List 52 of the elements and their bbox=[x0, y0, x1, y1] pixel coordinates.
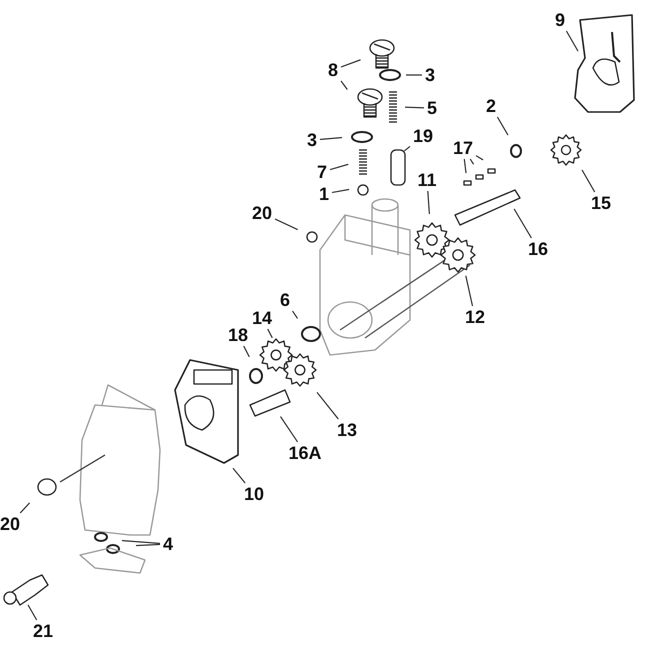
callout-number: 3 bbox=[306, 130, 318, 150]
callout-number: 12 bbox=[464, 307, 486, 327]
leader-line bbox=[427, 190, 430, 214]
leader-line bbox=[243, 346, 250, 358]
callout-number: 15 bbox=[590, 193, 612, 213]
callout-number: 21 bbox=[32, 621, 54, 641]
leader-line bbox=[122, 540, 160, 544]
callout-number: 10 bbox=[243, 484, 266, 504]
leader-line bbox=[465, 276, 474, 306]
leader-line bbox=[340, 59, 361, 68]
leader-line bbox=[136, 544, 160, 546]
callout-number: 11 bbox=[416, 170, 438, 190]
leader-line bbox=[404, 106, 424, 108]
callout-number: 1 bbox=[318, 184, 330, 204]
callout-number: 8 bbox=[327, 60, 340, 80]
leader-line bbox=[404, 146, 410, 152]
leader-line bbox=[316, 392, 339, 420]
callout-number: 7 bbox=[316, 162, 328, 182]
callout-number: 3 bbox=[424, 65, 436, 85]
leader-line bbox=[340, 80, 348, 90]
leader-line bbox=[496, 116, 508, 136]
leader-line bbox=[280, 416, 298, 442]
leader-line bbox=[514, 208, 532, 238]
callout-number: 9 bbox=[554, 10, 566, 30]
leader-line bbox=[320, 137, 342, 140]
leader-line bbox=[274, 218, 298, 230]
callout-number: 14 bbox=[251, 308, 274, 328]
callout-number: 2 bbox=[485, 96, 498, 116]
leader-line bbox=[476, 155, 484, 160]
callout-number: 20 bbox=[0, 514, 22, 534]
leader-line bbox=[566, 30, 578, 52]
callout-number: 16 bbox=[527, 239, 550, 259]
callout-number: 17 bbox=[452, 138, 474, 158]
leader-line bbox=[464, 158, 467, 174]
leader-line bbox=[330, 164, 348, 170]
callout-number: 20 bbox=[251, 203, 274, 223]
leader-line bbox=[20, 502, 30, 514]
callout-number: 4 bbox=[162, 534, 174, 554]
callout-number: 16A bbox=[288, 443, 323, 463]
callout-number: 6 bbox=[279, 290, 292, 310]
callout-number: 13 bbox=[336, 420, 358, 440]
leader-line bbox=[406, 74, 422, 76]
callout-number: 5 bbox=[426, 98, 438, 118]
leader-line bbox=[332, 188, 350, 194]
leader-line bbox=[470, 158, 474, 165]
leader-line bbox=[267, 328, 273, 338]
leader-line bbox=[582, 170, 596, 192]
leader-line bbox=[232, 468, 246, 484]
callout-number: 19 bbox=[412, 126, 434, 146]
callout-number: 18 bbox=[227, 325, 250, 345]
leader-line bbox=[28, 604, 38, 620]
leader-line bbox=[292, 310, 298, 319]
